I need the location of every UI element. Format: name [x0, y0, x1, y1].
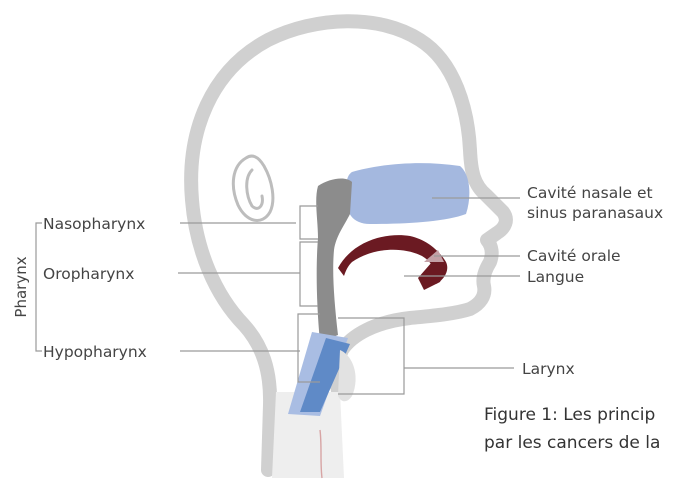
- label-hypopharynx: Hypopharynx: [43, 343, 147, 361]
- label-larynx: Larynx: [522, 360, 575, 378]
- label-pharynx: Pharynx: [12, 256, 30, 317]
- tongue-shape: [338, 235, 447, 290]
- label-cavite-nasale-line2: sinus paranasaux: [527, 204, 663, 222]
- label-cavite-nasale-line1: Cavité nasale et: [527, 184, 653, 202]
- nasal-cavity: [346, 163, 469, 224]
- figure-caption-line2: par les cancers de la: [484, 433, 660, 453]
- label-nasopharynx: Nasopharynx: [43, 215, 145, 233]
- head-outline: [191, 21, 506, 470]
- label-cavite-orale: Cavité orale: [527, 247, 621, 265]
- figure-caption-line1: Figure 1: Les princip: [484, 405, 655, 425]
- label-langue: Langue: [527, 268, 584, 286]
- ear-icon: [233, 156, 273, 220]
- label-oropharynx: Oropharynx: [43, 265, 134, 283]
